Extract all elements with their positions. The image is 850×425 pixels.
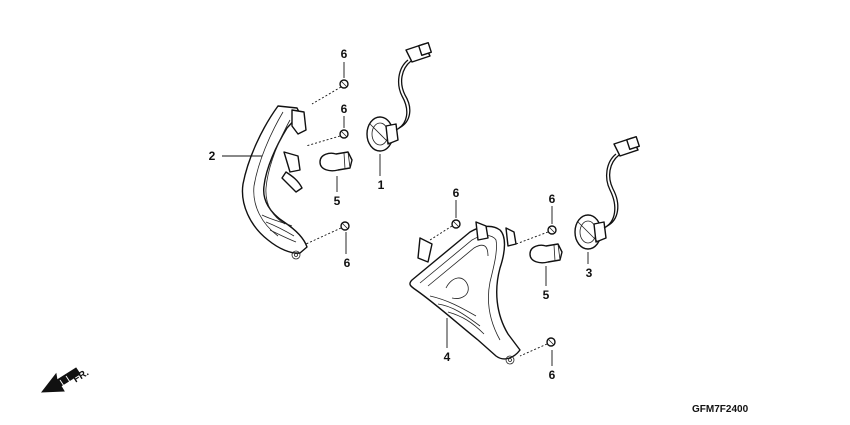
left-socket-wire [395, 59, 409, 131]
callout-6e: 6 [549, 192, 556, 206]
screw-6f-icon [519, 337, 556, 357]
callout-6a: 6 [341, 47, 348, 61]
callout-6b: 6 [341, 102, 348, 116]
socket-3-icon [574, 214, 607, 250]
left-connector-icon [405, 41, 433, 63]
callout-6f: 6 [549, 368, 556, 382]
callout-5b: 5 [543, 288, 550, 302]
screw-6c-icon [305, 221, 350, 245]
left-turn-signal-lens [241, 105, 308, 260]
front-direction-arrow-icon [40, 367, 81, 393]
callout-6d: 6 [453, 186, 460, 200]
bulb-5a-icon [319, 151, 353, 172]
callout-1: 1 [378, 178, 385, 192]
callout-5a: 5 [334, 194, 341, 208]
screw-6b-icon [305, 129, 349, 147]
right-socket-wire [603, 153, 617, 229]
bulb-5b-icon [529, 243, 563, 264]
callout-3: 3 [586, 266, 593, 280]
callout-6c: 6 [344, 256, 351, 270]
diagram-code: GFM7F2400 [692, 404, 749, 415]
right-connector-icon [613, 135, 641, 157]
callout-2: 2 [209, 149, 216, 163]
socket-1-icon [366, 116, 399, 152]
right-turn-signal-lens [409, 221, 521, 365]
callout-4: 4 [444, 350, 451, 364]
screw-6d-icon [429, 219, 461, 241]
screw-6e-icon [515, 225, 557, 245]
screw-6a-icon [311, 79, 349, 105]
